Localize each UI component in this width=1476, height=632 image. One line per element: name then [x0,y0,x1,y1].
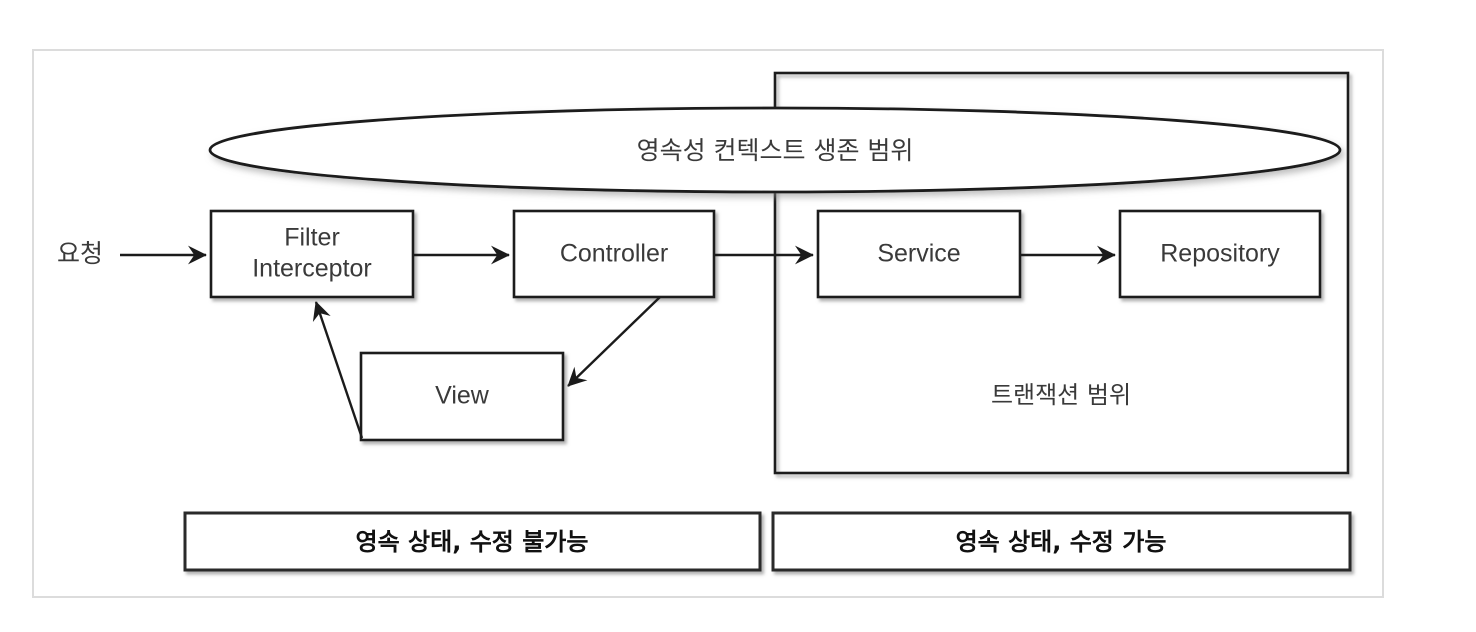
legend-label-read-only: 영속 상태, 수정 불가능 [356,528,589,556]
node-controller [512,209,716,299]
request-entry-label: 요청 [57,239,103,268]
node-filter-interceptor [209,209,415,299]
node-view [359,351,565,442]
node-repository [1118,209,1322,299]
node-view-label: View [435,382,490,410]
arrow-controller-to-view [567,296,661,387]
transaction-scope-box [773,71,1350,475]
node-controller-label: Controller [560,240,668,268]
persistence-context-scope-label: 영속성 컨텍스트 생존 범위 [637,136,914,165]
persistence-context-scope-ellipse [208,106,1342,194]
node-filter-interceptor-label-line1: Filter [284,224,340,252]
legend-label-writable: 영속 상태, 수정 가능 [956,528,1167,556]
node-filter-interceptor-label-line2: Interceptor [252,255,372,283]
arrow-view-to-filter [312,301,364,439]
transaction-scope-label: 트랜잭션 범위 [991,381,1131,409]
legend-box-read-only [183,511,762,572]
node-service-label: Service [877,240,960,268]
node-repository-label: Repository [1160,240,1280,268]
legend-box-writable [771,511,1352,572]
node-service [816,209,1022,299]
